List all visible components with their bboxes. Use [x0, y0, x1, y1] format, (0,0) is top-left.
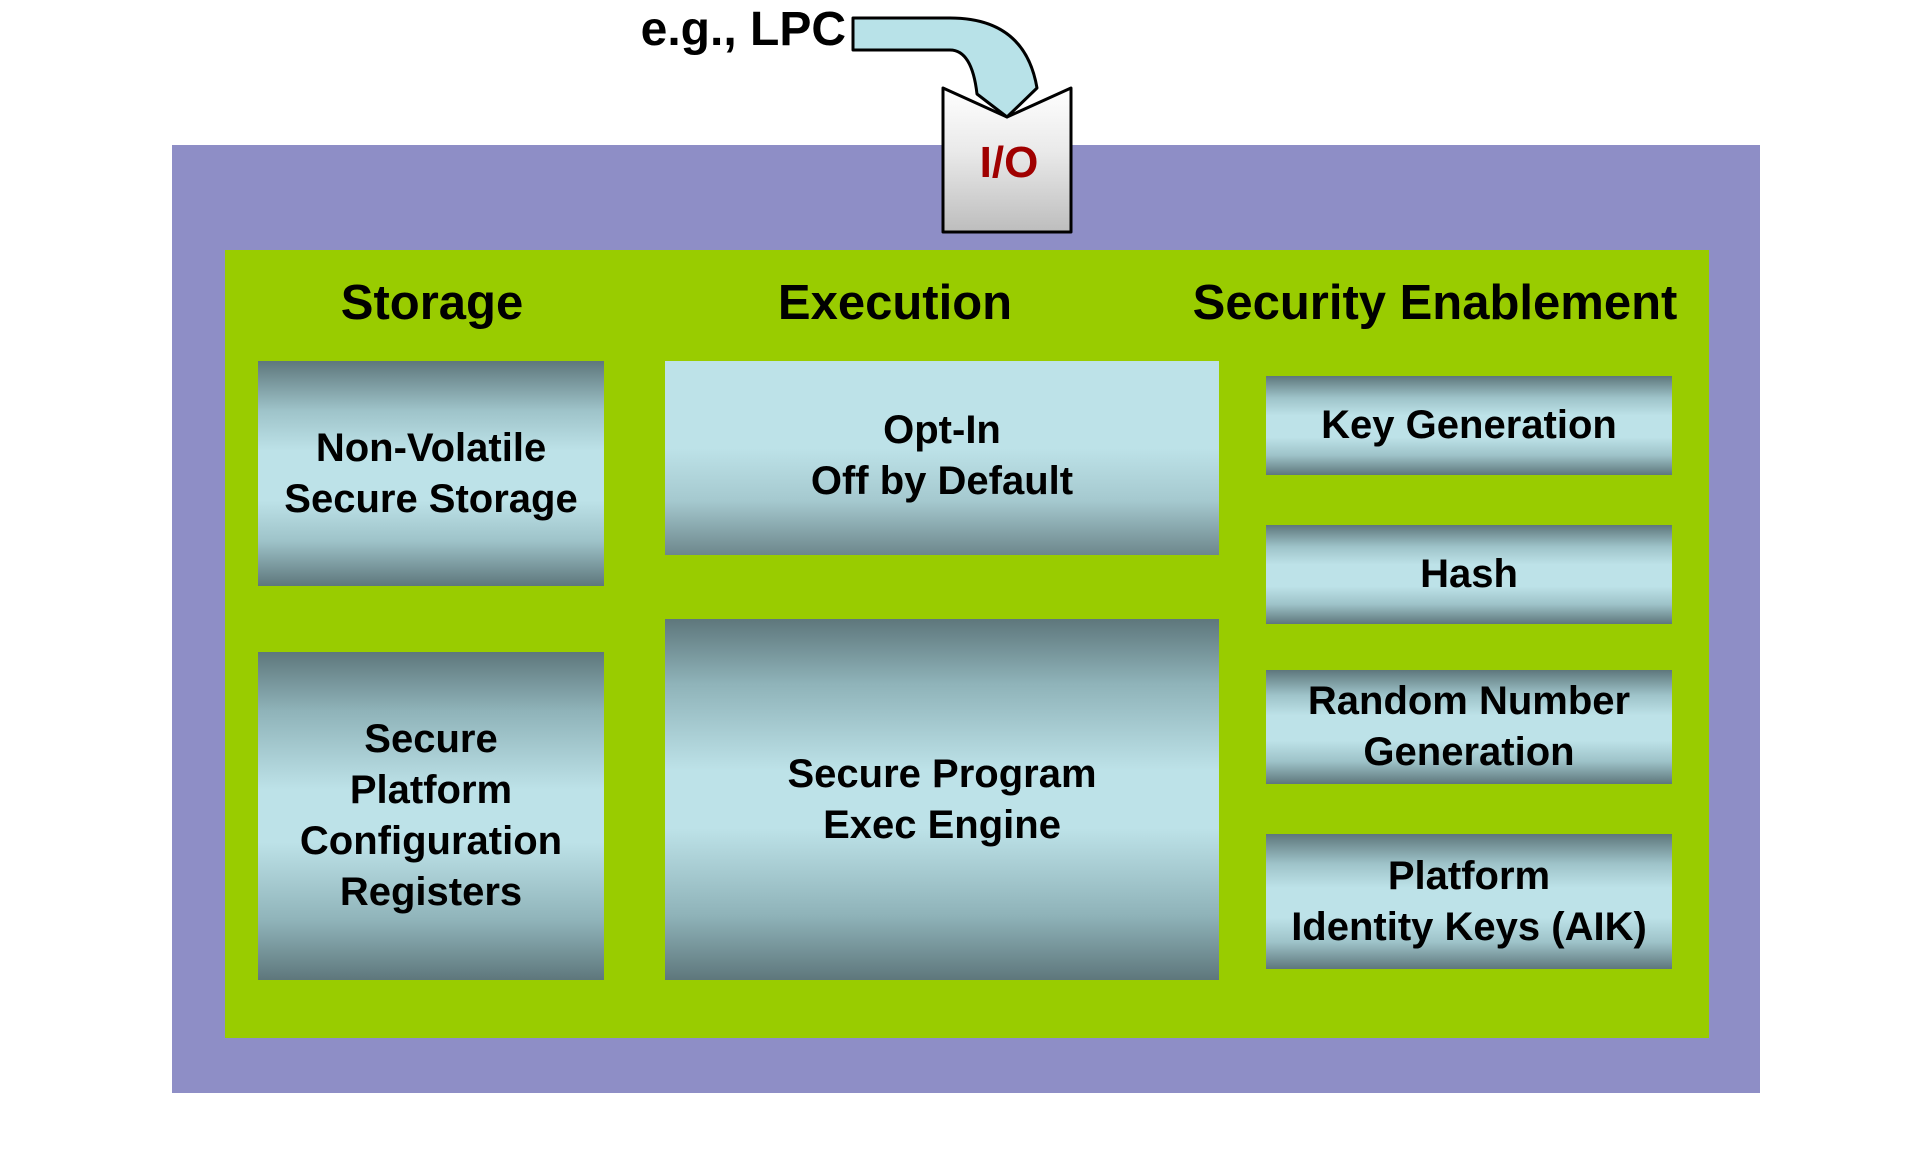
key-generation-block: Key Generation	[1266, 376, 1672, 475]
block-line: Exec Engine	[823, 802, 1061, 847]
io-label: I/O	[979, 138, 1039, 187]
platform-identity-keys-block: Platform Identity Keys (AIK)	[1266, 834, 1672, 969]
pcr-block: Secure Platform Configuration Registers	[258, 652, 604, 980]
block-line: Registers	[339, 869, 523, 914]
lpc-bus-arrow-icon	[851, 16, 1039, 119]
block-line: Platform	[1387, 853, 1551, 898]
bus-label: e.g., LPC	[640, 3, 846, 56]
block-line: Key Generation	[1321, 403, 1617, 448]
storage-heading: Storage	[340, 276, 524, 330]
security-enablement-heading: Security Enablement	[1192, 276, 1678, 330]
block-line: Off by Default	[810, 458, 1074, 503]
opt-in-block: Opt-In Off by Default	[665, 361, 1219, 555]
block-line: Secure Program	[787, 751, 1097, 796]
block-line: Random Number	[1307, 679, 1631, 724]
block-line: Identity Keys (AIK)	[1291, 904, 1647, 949]
block-line: Secure Storage	[284, 476, 578, 521]
hash-block: Hash	[1266, 525, 1672, 624]
block-line: Secure	[364, 717, 498, 762]
random-number-generation-block: Random Number Generation	[1266, 670, 1672, 784]
block-line: Configuration	[299, 819, 563, 863]
block-line: Hash	[1420, 552, 1518, 597]
block-line: Non-Volatile	[315, 425, 547, 470]
non-volatile-storage-block: Non-Volatile Secure Storage	[258, 361, 604, 586]
block-line: Generation	[1363, 730, 1575, 774]
block-line: Opt-In	[883, 408, 1001, 452]
block-line: Platform	[349, 768, 513, 813]
exec-engine-block: Secure Program Exec Engine	[665, 619, 1219, 980]
execution-heading: Execution	[777, 276, 1013, 330]
